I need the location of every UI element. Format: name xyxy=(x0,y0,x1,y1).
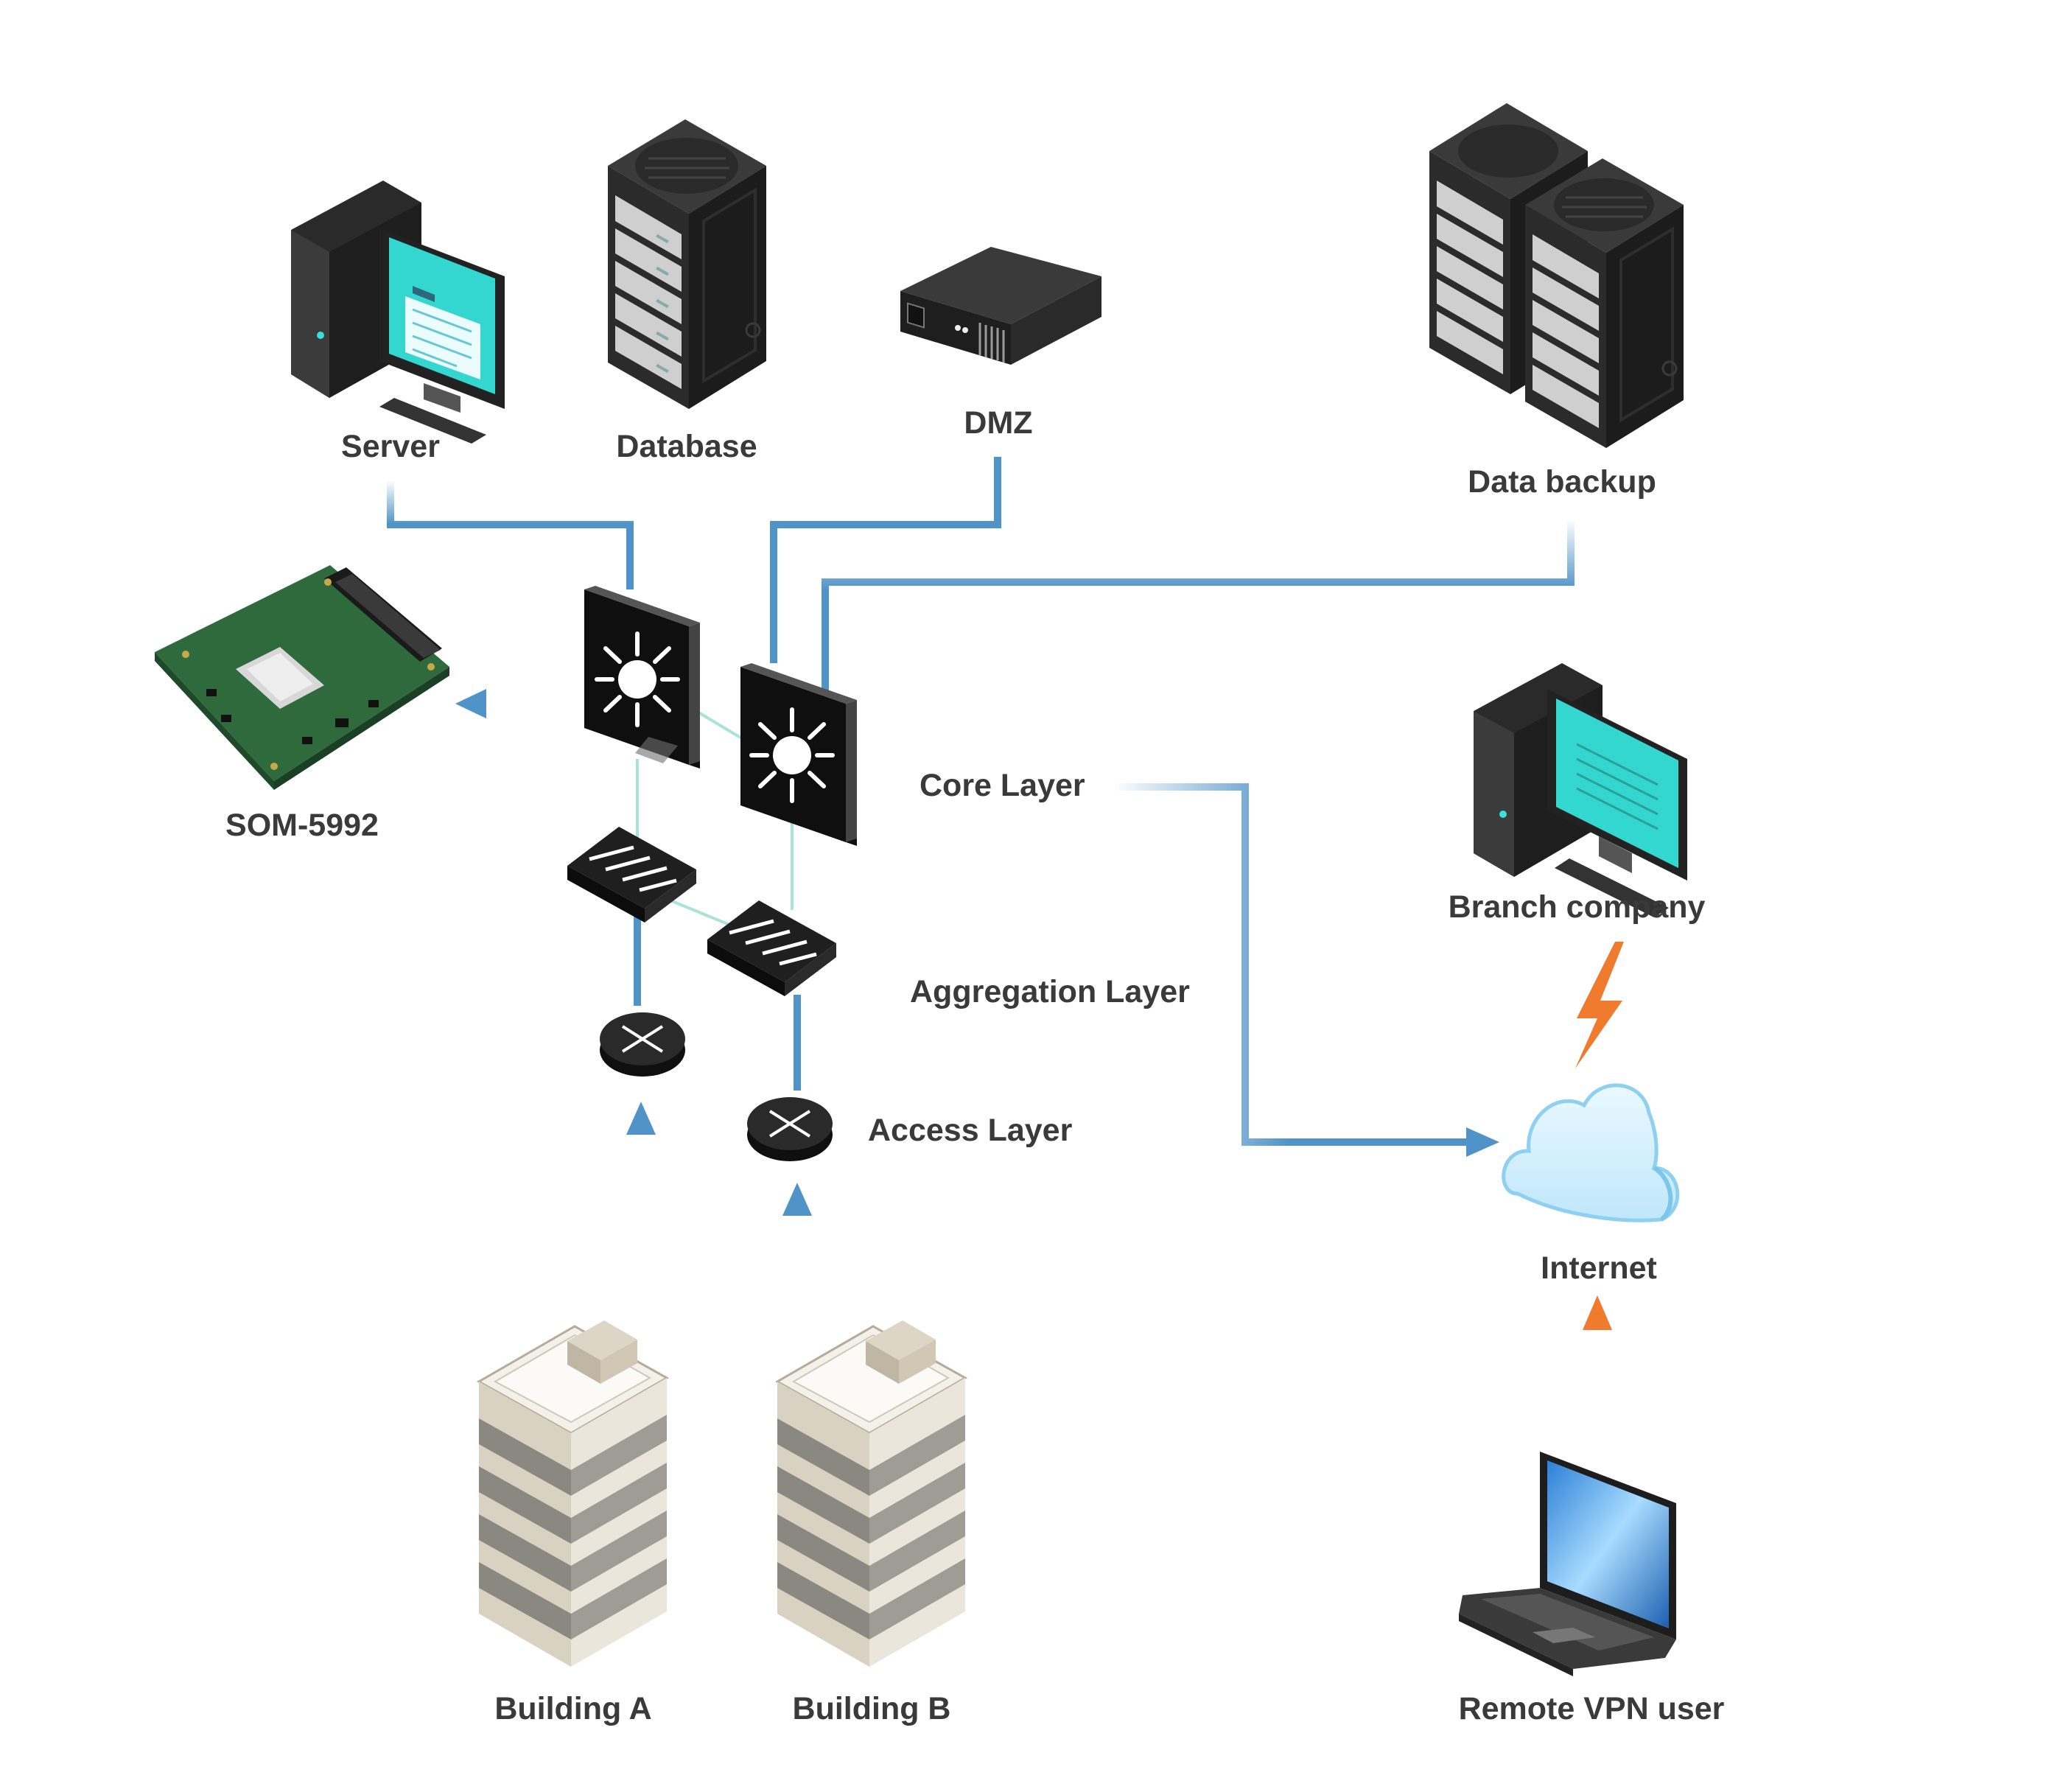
building-a-node: Building A xyxy=(476,1320,670,1726)
server-label: Server xyxy=(341,429,440,464)
arrowhead-som xyxy=(455,689,486,718)
cloud-icon xyxy=(1502,1083,1680,1222)
branch-company-node: Branch company xyxy=(1449,663,1706,925)
office-building-icon xyxy=(476,1320,670,1667)
access-router-a xyxy=(600,1012,685,1077)
office-building-icon xyxy=(774,1320,968,1667)
database-node: Database xyxy=(608,119,766,464)
arrowhead-building-a xyxy=(626,1102,656,1135)
server-rack-icon xyxy=(608,119,766,409)
connections xyxy=(387,457,1612,1437)
arrowhead-internet xyxy=(1466,1127,1499,1157)
workstation-icon xyxy=(291,181,505,444)
som-node: SOM-5992 xyxy=(155,565,449,843)
remote-vpn-user-label: Remote VPN user xyxy=(1459,1691,1725,1726)
branch-company-label: Branch company xyxy=(1449,889,1706,925)
link-backup-core xyxy=(822,519,1575,696)
server-rack-pair-icon xyxy=(1429,103,1684,448)
internet-label: Internet xyxy=(1541,1250,1657,1286)
internet-node: Internet xyxy=(1502,1083,1680,1286)
lightning-bolt-icon xyxy=(1575,942,1624,1068)
building-b-label: Building B xyxy=(793,1691,951,1726)
laptop-icon xyxy=(1459,1452,1676,1676)
link-dmz-core xyxy=(770,457,1001,663)
arrowhead-vpn xyxy=(1583,1295,1612,1330)
building-a-label: Building A xyxy=(494,1691,651,1726)
data-backup-label: Data backup xyxy=(1468,464,1656,500)
database-label: Database xyxy=(616,429,757,464)
server-node: Server xyxy=(291,181,505,464)
access-router-b xyxy=(747,1097,833,1161)
som-label: SOM-5992 xyxy=(225,808,379,843)
building-b-node: Building B xyxy=(774,1320,968,1726)
link-server-core xyxy=(387,480,634,589)
access-layer-label: Access Layer xyxy=(868,1113,1073,1148)
core-switch-1 xyxy=(584,586,700,769)
aggregation-switch-1 xyxy=(567,827,696,923)
core-switch-2 xyxy=(740,663,857,846)
aggregation-layer-label: Aggregation Layer xyxy=(910,974,1190,1009)
dmz-node: DMZ xyxy=(900,247,1101,441)
dmz-label: DMZ xyxy=(964,405,1032,441)
arrowhead-building-b xyxy=(782,1183,812,1216)
workstation-icon xyxy=(1474,663,1687,917)
aggregation-switch-2 xyxy=(707,900,836,996)
remote-vpn-user-node: Remote VPN user xyxy=(1459,1452,1725,1726)
link-core-internet xyxy=(1113,783,1466,1146)
computer-module-board-icon xyxy=(155,565,449,790)
data-backup-node: Data backup xyxy=(1429,103,1684,500)
core-layer-label: Core Layer xyxy=(920,768,1085,803)
rack-chassis-icon xyxy=(900,247,1101,365)
